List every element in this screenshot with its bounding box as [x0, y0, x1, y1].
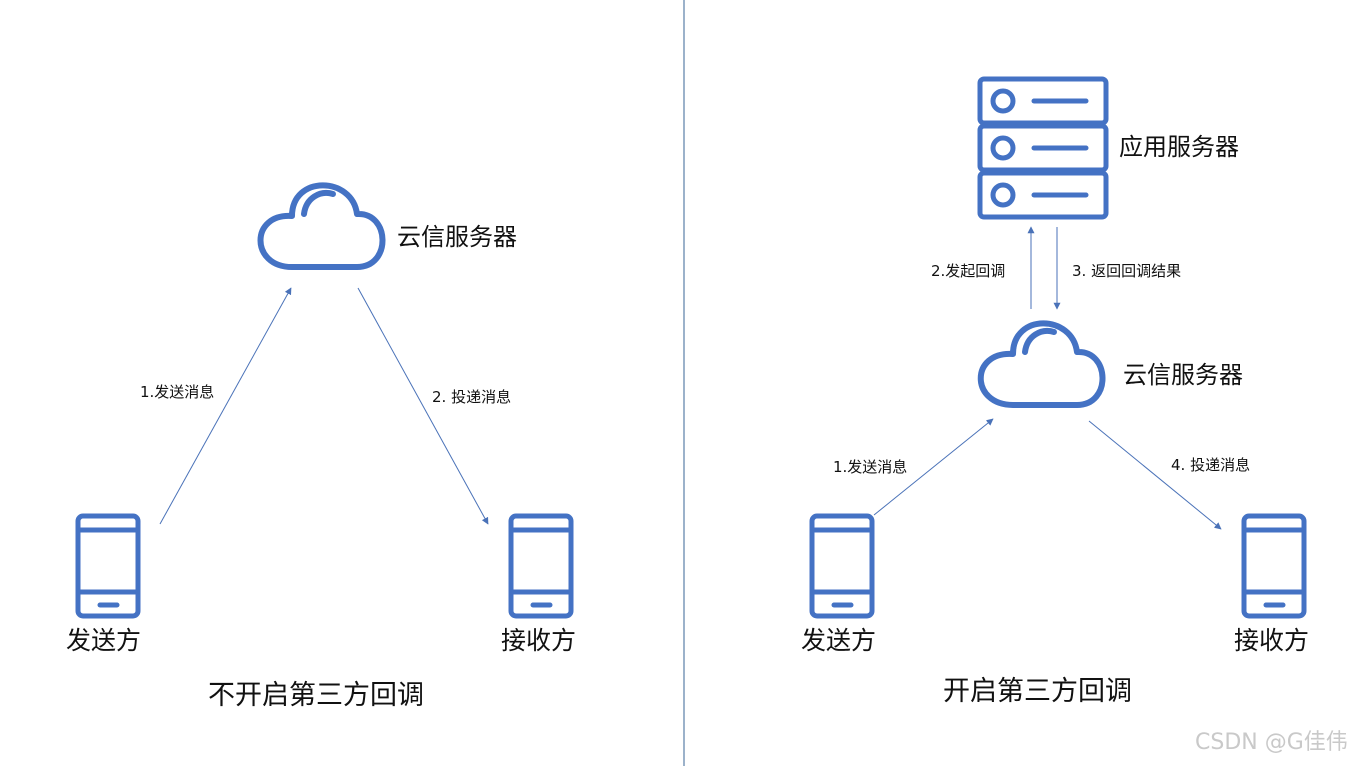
arrow-deliver-label: 4. 投递消息 [1171, 456, 1251, 474]
cloud-server-label: 云信服务器 [1123, 361, 1243, 389]
sender-label: 发送方 [801, 626, 877, 655]
arrow-deliver [1088, 420, 1222, 530]
phone-icon [508, 513, 574, 619]
cloud-icon [977, 320, 1106, 408]
phone-icon [1241, 513, 1307, 619]
watermark: CSDN @G佳伟 [1195, 730, 1348, 755]
arrow-deliver [357, 287, 489, 525]
panel-title: 开启第三方回调 [943, 676, 1132, 707]
receiver-label: 接收方 [501, 626, 577, 655]
app-server-label: 应用服务器 [1119, 133, 1239, 161]
phone-icon [75, 513, 141, 619]
receiver-label: 接收方 [1234, 626, 1310, 655]
arrow-send [873, 418, 994, 516]
arrow-return-label: 3. 返回回调结果 [1072, 262, 1182, 280]
sender-label: 发送方 [66, 626, 142, 655]
phone-icon [809, 513, 875, 619]
cloud-icon [257, 182, 386, 270]
arrow-send-label: 1.发送消息 [140, 383, 215, 401]
cloud-server-label: 云信服务器 [397, 223, 517, 251]
arrow-deliver-label: 2. 投递消息 [432, 388, 512, 406]
arrow-send-label: 1.发送消息 [833, 458, 908, 476]
arrow-send [159, 287, 292, 525]
server-stack-icon [977, 76, 1109, 220]
panel-title: 不开启第三方回调 [208, 680, 424, 711]
arrow-callback-label: 2.发起回调 [931, 262, 1006, 280]
